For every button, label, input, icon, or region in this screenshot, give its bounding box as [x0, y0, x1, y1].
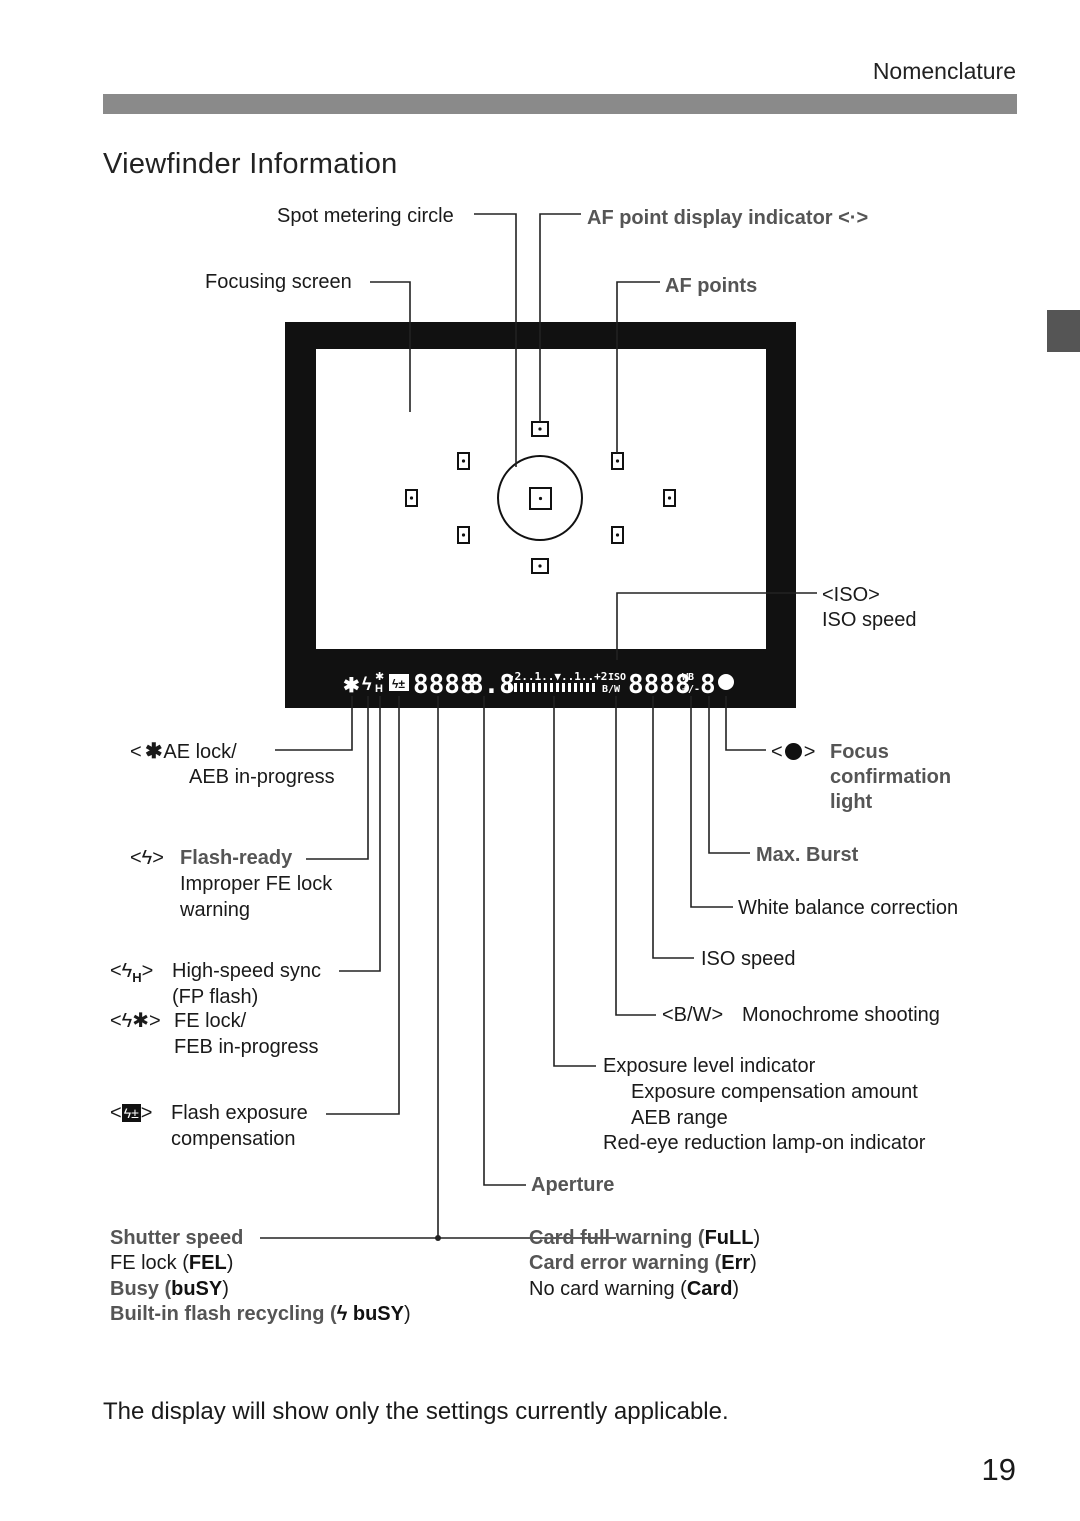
- lcd-iso-label: ISO: [608, 672, 626, 683]
- af-point: [457, 452, 470, 470]
- iso-icon: <ISO>: [822, 584, 880, 606]
- lcd-iso-digits: 8888: [628, 670, 691, 700]
- ae-lock-text: < > AE lock/: [130, 741, 237, 763]
- lcd-exposure-scale: -2..1..▼..1..+2: [508, 670, 607, 683]
- flash-comp-label-2: compensation: [171, 1128, 296, 1150]
- lcd-focus-dot: [718, 674, 734, 690]
- focus-confirmation-label-3: light: [830, 791, 873, 813]
- high-speed-sync-label: High-speed sync: [172, 960, 321, 982]
- aeb-range-label: AEB range: [631, 1107, 728, 1129]
- aperture-label: Aperture: [531, 1174, 615, 1196]
- red-eye-label: Red-eye reduction lamp-on indicator: [603, 1132, 926, 1154]
- lcd-aperture-digits: 8.8: [468, 670, 515, 700]
- high-speed-sync-label-2: (FP flash): [172, 986, 259, 1008]
- af-points-label: AF points: [665, 275, 758, 297]
- ae-lock-label: < > AE lock/: [130, 740, 237, 765]
- lcd-exposure-bars: [508, 683, 595, 692]
- ae-lock-icon: ✱: [145, 740, 163, 763]
- af-point: [531, 558, 549, 574]
- af-points: [405, 421, 676, 574]
- thumb-tab: [1047, 310, 1080, 352]
- fe-lock-label-2: FEB in-progress: [174, 1036, 319, 1058]
- fe-lock-icon: ✱: [375, 671, 384, 683]
- spot-metering-circle: [497, 455, 583, 541]
- iso-speed-top-label: ISO speed: [822, 609, 917, 631]
- iso-speed-label: ISO speed: [701, 948, 796, 970]
- ae-lock-icon: ✱: [343, 675, 360, 697]
- lcd-bw-label: B/W: [602, 684, 621, 695]
- card-full-line: Card full warning (FuLL): [529, 1227, 761, 1249]
- footer-note: The display will show only the settings …: [103, 1398, 729, 1425]
- section-header: Nomenclature: [872, 58, 1016, 84]
- af-point: [611, 526, 624, 544]
- bw-icon: <B/W>: [662, 1004, 724, 1026]
- monochrome-label: Monochrome shooting: [742, 1004, 940, 1026]
- lcd-wb-sign: +/-: [682, 684, 700, 695]
- high-speed-sync-icon: <ϟH>: [110, 960, 154, 985]
- ae-lock-label-2: AEB in-progress: [189, 766, 335, 788]
- fe-lock-label: FE lock/: [174, 1010, 247, 1032]
- af-point: [405, 489, 418, 507]
- flash-comp-icon: <ϟ±>: [110, 1102, 153, 1124]
- page-number: 19: [981, 1452, 1016, 1487]
- af-point: [663, 489, 676, 507]
- leader-lines: [260, 213, 817, 1239]
- exposure-level-label: Exposure level indicator: [603, 1055, 816, 1077]
- af-point: [457, 526, 470, 544]
- flash-comp-icon: [389, 674, 409, 691]
- lcd-burst-digit: 8: [700, 670, 716, 700]
- focusing-screen-label: Focusing screen: [205, 271, 352, 293]
- flash-ready-icon: <ϟ>: [130, 847, 164, 869]
- lcd-strip: ✱ ϟ ✱ H ϟ± 8888 8.8 -2..1..▼..1..+2 ISO …: [343, 670, 734, 700]
- fe-lock-icon: <ϟ✱>: [110, 1010, 161, 1032]
- focus-confirmation-label-2: confirmation: [830, 766, 952, 788]
- focus-dot-icon: <>: [771, 741, 816, 763]
- focus-confirmation-label: Focus: [830, 741, 889, 763]
- max-burst-label: Max. Burst: [756, 844, 859, 866]
- wb-correction-label: White balance correction: [738, 897, 959, 919]
- lcd-shutter-digits: 8888: [413, 670, 476, 700]
- lcd-wb-label: WB: [682, 672, 694, 683]
- busy-line: Busy (buSY): [110, 1278, 229, 1300]
- shutter-speed-label: Shutter speed: [110, 1227, 244, 1249]
- flash-ready-label-3: warning: [180, 899, 251, 921]
- flash-icon: ϟ: [362, 674, 372, 694]
- af-point: [529, 487, 552, 510]
- high-speed-sync-icon: H: [375, 683, 383, 695]
- no-card-line: No card warning (Card): [529, 1278, 740, 1300]
- builtin-flash-line: Built-in flash recycling (ϟ buSY): [110, 1303, 411, 1325]
- header-rule: [103, 94, 1017, 114]
- spot-metering-label: Spot metering circle: [277, 205, 454, 227]
- fe-lock-fel-line: FE lock (FEL): [110, 1252, 234, 1274]
- card-error-line: Card error warning (Err): [529, 1252, 757, 1274]
- flash-ready-label: Flash-ready: [180, 847, 293, 869]
- flash-comp-label: Flash exposure: [171, 1102, 308, 1124]
- exposure-comp-label: Exposure compensation amount: [631, 1081, 918, 1103]
- flash-ready-label-2: Improper FE lock: [180, 873, 333, 895]
- af-point-display-label: AF point display indicator <·>: [587, 207, 869, 229]
- page-title: Viewfinder Information: [103, 148, 398, 180]
- svg-text:ϟ±: ϟ±: [392, 677, 405, 691]
